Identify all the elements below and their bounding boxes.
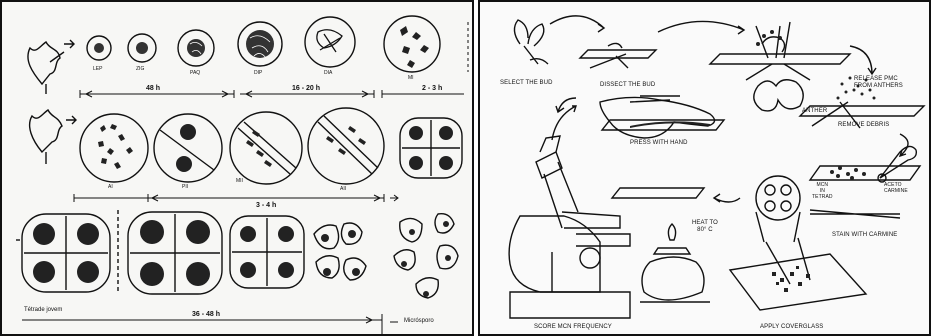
step-stain: STAIN WITH CARMINE bbox=[832, 232, 897, 239]
hand-icon bbox=[600, 96, 715, 138]
mcn-protocol-panel: SELECT THE BUD DISSECT THE BUD RELEASE P… bbox=[478, 0, 931, 336]
step-select-bud: SELECT THE BUD bbox=[500, 80, 553, 87]
burner-icon bbox=[640, 224, 710, 302]
bud-icon bbox=[514, 20, 548, 64]
duration-label: 48 h bbox=[146, 85, 160, 92]
mcn-in-tetrad-label: MCN IN TETRAD bbox=[812, 182, 833, 200]
step-dissect-bud: DISSECT THE BUD bbox=[600, 82, 655, 89]
protocol-drawing bbox=[480, 2, 931, 336]
flower-sprig-icon bbox=[30, 110, 62, 164]
meiosis-stages-panel: LEP ZIG PAQ DIP DIA MI AI PII MII AII Té… bbox=[0, 0, 474, 336]
stage-label-pii: PII bbox=[182, 184, 188, 190]
stage-label-mii: MII bbox=[236, 178, 243, 184]
step-score-mcn: SCORE MCN FREQUENCY bbox=[534, 324, 612, 331]
stage-label-dip: DIP bbox=[254, 70, 262, 76]
step-press-hand: PRESS WITH HAND bbox=[630, 140, 688, 147]
step-remove-debris: REMOVE DEBRIS bbox=[838, 122, 889, 129]
step-release-pmc: RELEASE PMC FROM ANTHERS bbox=[854, 76, 903, 90]
coverglass-cells bbox=[772, 266, 810, 292]
aceto-carmine-label: ACETO CARMINE bbox=[884, 182, 908, 194]
stage-label-paq: PAQ bbox=[190, 70, 200, 76]
stage-label-aii: AII bbox=[340, 186, 346, 192]
duration-label: 16 - 20 h bbox=[292, 85, 320, 92]
flower-sprig-icon bbox=[28, 42, 64, 94]
stage-label-dia: DIA bbox=[324, 70, 332, 76]
step-apply-coverglass: APPLY COVERGLASS bbox=[760, 324, 823, 331]
stage-label-lep: LEP bbox=[93, 66, 102, 72]
meiosis-drawing bbox=[2, 2, 474, 336]
stage-label-tetrade: Tétrade jovem bbox=[24, 307, 62, 313]
step-heat: HEAT TO 80° C bbox=[692, 220, 718, 234]
duration-label: 36 - 48 h bbox=[192, 311, 220, 318]
stained-cells bbox=[830, 166, 866, 180]
stage-label-ai: AI bbox=[108, 184, 113, 190]
stage-label-microsporo: Micrósporo bbox=[404, 318, 434, 324]
duration-label: 2 - 3 h bbox=[422, 85, 442, 92]
stage-label-mi: MI bbox=[408, 75, 414, 81]
microscope-icon bbox=[509, 136, 630, 318]
duration-label: 3 - 4 h bbox=[256, 202, 276, 209]
anther-label: ANTHER bbox=[802, 108, 827, 115]
stage-label-zig: ZIG bbox=[136, 66, 144, 72]
